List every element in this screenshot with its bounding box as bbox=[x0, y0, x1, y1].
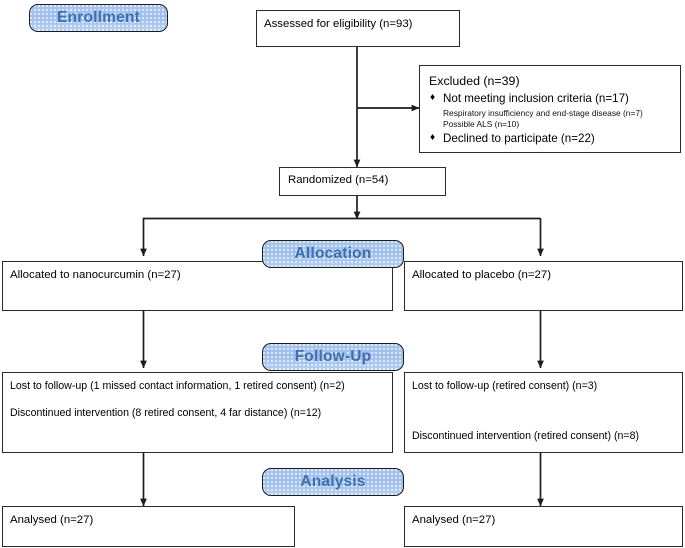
allocated-left-label: Allocated to nanocurcumin (n=27) bbox=[10, 269, 181, 281]
diamond-bullet-icon: ♦ bbox=[430, 131, 436, 143]
excluded-item-label: Not meeting inclusion criteria (n=17) bbox=[443, 92, 629, 106]
followup-right-lost-label: Lost to follow-up (retired consent) (n=3… bbox=[412, 380, 598, 392]
box-allocated-placebo: Allocated to placebo (n=27) bbox=[404, 261, 683, 311]
excluded-reason-list-2: ♦ Declined to participate (n=22) bbox=[428, 131, 672, 147]
followup-left-lost-label: Lost to follow-up (1 missed contact info… bbox=[10, 380, 345, 392]
stage-banner-enrollment: Enrollment bbox=[29, 4, 168, 32]
box-randomized: Randomized (n=54) bbox=[279, 167, 446, 196]
stage-banner-allocation: Allocation bbox=[262, 240, 404, 268]
followup-left-discontinued-label: Discontinued intervention (8 retired con… bbox=[10, 407, 322, 420]
diamond-bullet-icon: ♦ bbox=[430, 92, 436, 104]
randomized-label: Randomized (n=54) bbox=[288, 174, 389, 186]
allocated-right-label: Allocated to placebo (n=27) bbox=[412, 269, 551, 281]
stage-banner-followup: Follow-Up bbox=[262, 343, 404, 371]
excluded-title: Excluded (n=39) bbox=[429, 74, 520, 88]
assessed-label: Assessed for eligibility (n=93) bbox=[264, 18, 413, 30]
analysed-left-label: Analysed (n=27) bbox=[10, 514, 94, 526]
box-followup-nanocurcumin: Lost to follow-up (1 missed contact info… bbox=[2, 372, 393, 453]
excluded-item-label: Declined to participate (n=22) bbox=[443, 131, 595, 145]
followup-right-discontinued-label: Discontinued intervention (retired conse… bbox=[412, 430, 640, 443]
analysed-right-label: Analysed (n=27) bbox=[412, 514, 496, 526]
box-followup-placebo: Lost to follow-up (retired consent) (n=3… bbox=[404, 372, 683, 453]
excluded-reason-list: ♦ Not meeting inclusion criteria (n=17) bbox=[428, 91, 672, 107]
excluded-item-not-meeting-criteria: ♦ Not meeting inclusion criteria (n=17) bbox=[428, 91, 672, 107]
box-excluded: Excluded (n=39) ♦ Not meeting inclusion … bbox=[419, 65, 681, 153]
box-analysed-placebo: Analysed (n=27) bbox=[404, 506, 683, 547]
stage-banner-analysis: Analysis bbox=[262, 468, 404, 496]
excluded-subline-possible-als: Possible ALS (n=10) bbox=[443, 118, 520, 129]
box-allocated-nanocurcumin: Allocated to nanocurcumin (n=27) bbox=[2, 261, 393, 311]
excluded-item-declined: ♦ Declined to participate (n=22) bbox=[428, 131, 672, 147]
box-assessed-for-eligibility: Assessed for eligibility (n=93) bbox=[256, 10, 460, 47]
box-analysed-nanocurcumin: Analysed (n=27) bbox=[2, 506, 295, 547]
excluded-subline-respiratory: Respiratory insufficiency and end-stage … bbox=[443, 108, 643, 119]
